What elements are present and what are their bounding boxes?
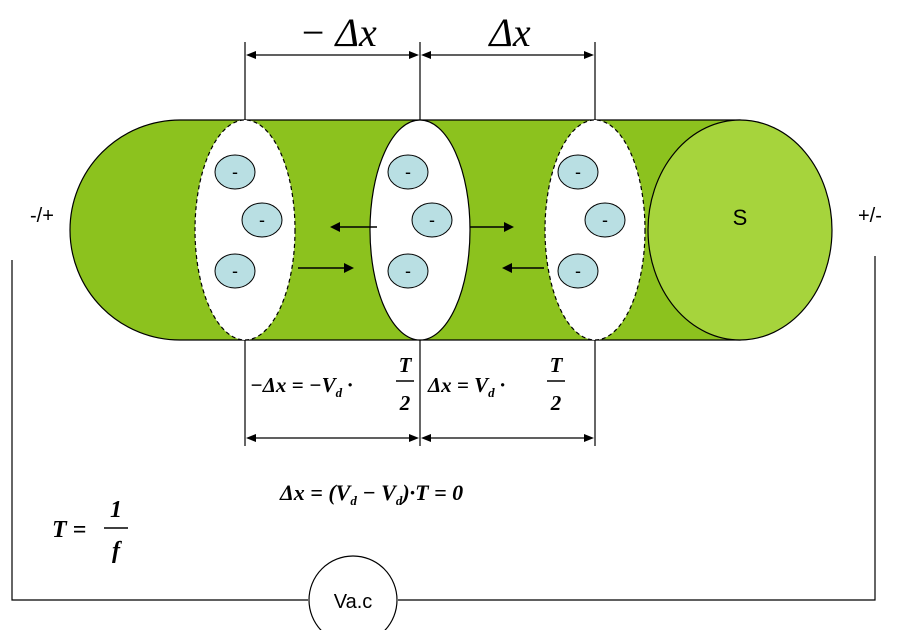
svg-text:T: T <box>399 353 413 377</box>
svg-text:-: - <box>575 261 581 281</box>
arrow-left-right-slice <box>502 263 544 273</box>
formula-right-displacement: Δx = Vd · T 2 <box>427 353 565 415</box>
top-right-delta-label: Δx <box>487 10 530 55</box>
svg-text:f: f <box>112 538 122 564</box>
svg-text:Δx = Vd ·: Δx = Vd · <box>427 373 505 400</box>
top-dimension-left <box>246 51 419 59</box>
svg-text:-: - <box>602 210 608 230</box>
svg-text:2: 2 <box>550 391 562 415</box>
electron: - <box>557 154 599 190</box>
svg-text:−Δx = −Vd ·: −Δx = −Vd · <box>250 373 353 400</box>
svg-text:1: 1 <box>110 497 122 523</box>
top-left-delta-label: − Δx <box>299 10 377 55</box>
electron: - <box>387 253 429 289</box>
top-dimension-right <box>421 51 594 59</box>
svg-text:-: - <box>405 162 411 182</box>
circuit-wire-left <box>11 260 308 601</box>
electron: - <box>241 202 283 238</box>
cylinder-end-face <box>647 119 833 341</box>
slice-left <box>194 119 296 341</box>
arrow-right-center-slice <box>470 222 514 232</box>
svg-text:-: - <box>575 162 581 182</box>
svg-text:T =: T = <box>52 517 86 543</box>
electron: - <box>557 253 599 289</box>
electron: - <box>411 202 453 238</box>
svg-text:-: - <box>405 261 411 281</box>
electron: - <box>214 253 256 289</box>
formula-net-displacement: Δx = (Vd − Vd)·T = 0 <box>279 480 463 508</box>
circuit-wire-right <box>398 256 876 601</box>
formula-period: T = 1 f <box>52 497 128 564</box>
formula-left-displacement: −Δx = −Vd · T 2 <box>250 353 414 415</box>
cross-section-label: S <box>733 205 748 230</box>
svg-text:-: - <box>259 210 265 230</box>
electron: - <box>387 154 429 190</box>
left-terminal-label: -/+ <box>30 205 54 227</box>
right-terminal-label: +/- <box>858 205 882 227</box>
arrow-left-center-slice <box>330 222 377 232</box>
electron: - <box>214 154 256 190</box>
bottom-dimension-right <box>421 434 594 442</box>
arrow-right-left-slice <box>298 263 354 273</box>
ac-source-circle <box>308 555 398 630</box>
ac-source-label: Va.c <box>334 591 373 613</box>
svg-text:-: - <box>232 162 238 182</box>
svg-text:2: 2 <box>399 391 411 415</box>
bottom-dimension-left <box>246 434 419 442</box>
svg-text:-: - <box>232 261 238 281</box>
svg-text:-: - <box>429 210 435 230</box>
svg-text:T: T <box>550 353 564 377</box>
electron: - <box>584 202 626 238</box>
